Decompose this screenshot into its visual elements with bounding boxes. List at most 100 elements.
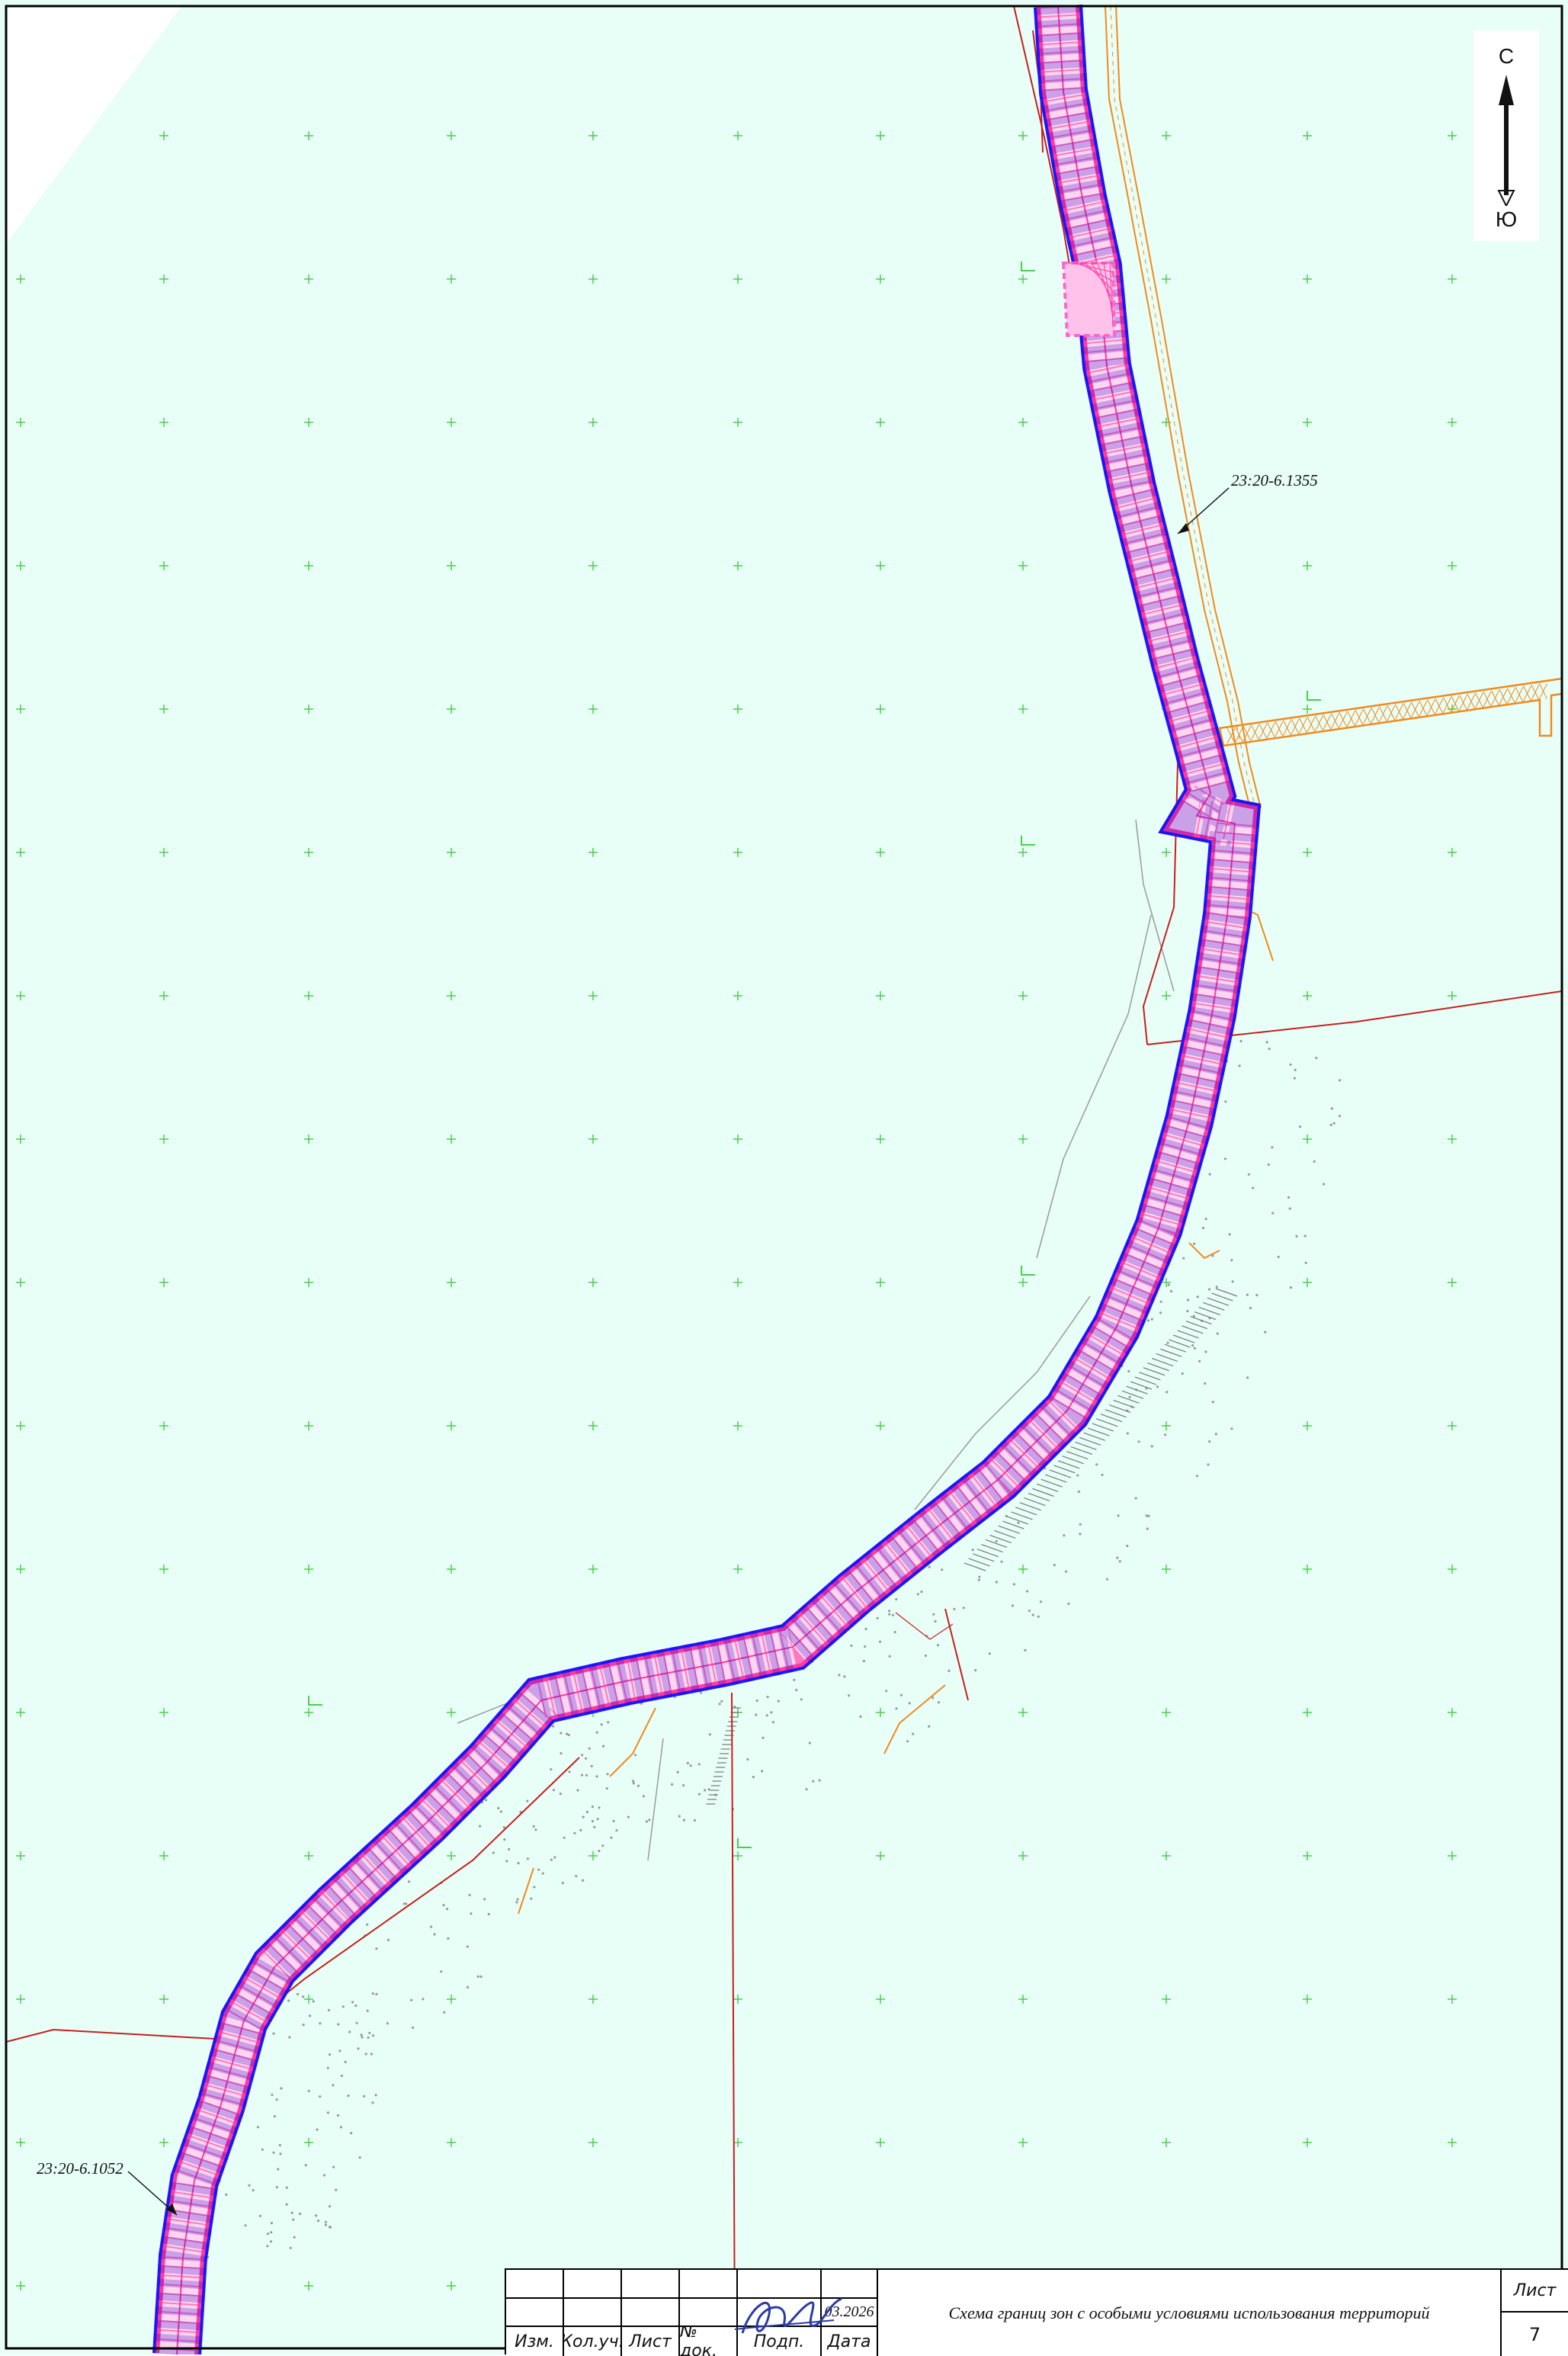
grid-cross-icon — [1162, 2138, 1171, 2147]
grid-cross-icon — [304, 705, 313, 714]
grid-cross-icon — [733, 705, 742, 714]
grid-cross-icon — [1018, 561, 1028, 570]
grid-cross-icon — [1303, 991, 1312, 1000]
tb-date-value: 03.2026 — [822, 2299, 878, 2327]
grid-cross-icon — [733, 848, 742, 857]
grid-cross-icon — [447, 561, 456, 570]
north-arrow-icon — [1497, 75, 1515, 206]
grid-cross-icon — [447, 1278, 456, 1287]
grid-cross-icon — [733, 2138, 742, 2147]
grid-cross-icon — [16, 1565, 25, 1574]
grid-cross-icon — [1162, 991, 1171, 1000]
tb-col-izm: Изм. — [506, 2327, 564, 2356]
grid-cross-icon — [1162, 131, 1171, 140]
grid-cross-icon — [1448, 1995, 1457, 2004]
tb-empty-cell — [738, 2270, 822, 2299]
grid-cross-icon — [1303, 1278, 1312, 1287]
grid-cross-icon — [1448, 1421, 1457, 1430]
grid-cross-icon — [447, 1851, 456, 1860]
grid-cross-icon — [16, 705, 25, 714]
grid-cross-icon — [1448, 1851, 1457, 1860]
grid-cross-icon — [159, 1421, 168, 1430]
grid-cross-icon — [733, 561, 742, 570]
grid-cross-icon — [304, 1995, 313, 2004]
grid-cross-icon — [733, 1135, 742, 1144]
grid-cross-icon — [1448, 1278, 1457, 1287]
grid-cross-icon — [1162, 848, 1171, 857]
benchmark-icon — [1021, 1266, 1035, 1276]
grid-cross-icon — [876, 561, 885, 570]
grid-cross-icon — [1018, 2138, 1028, 2147]
grid-cross-icon — [1303, 1995, 1312, 2004]
grid-cross-icon — [588, 991, 598, 1000]
grid-cross-icon — [447, 2138, 456, 2147]
grid-cross-icon — [304, 1708, 313, 1717]
grid-cross-icon — [1162, 1851, 1171, 1860]
grid-cross-icon — [733, 418, 742, 427]
grid-cross-icon — [447, 418, 456, 427]
tb-col-koluch: Кол.уч. — [564, 2327, 622, 2356]
grid-cross-icon — [733, 131, 742, 140]
grid-cross-icon — [1303, 2138, 1312, 2147]
grid-cross-icon — [1018, 274, 1028, 284]
grid-cross-icon — [588, 561, 598, 570]
grid-cross-icon — [304, 1421, 313, 1430]
grid-cross-icon — [159, 848, 168, 857]
zone-label-1355[interactable]: 23:20-6.1355 — [1231, 471, 1318, 489]
grid-cross-icon — [1448, 274, 1457, 284]
grid-cross-icon — [876, 1708, 885, 1717]
grid-cross-icon — [16, 2281, 25, 2290]
grid-cross-icon — [1303, 274, 1312, 284]
grid-cross-icon — [876, 1851, 885, 1860]
benchmark-icon — [737, 1838, 752, 1848]
grid-cross-icon — [16, 1851, 25, 1860]
zone-label-1052[interactable]: 23:20-6.1052 — [37, 2159, 123, 2178]
grid-cross-icon — [159, 131, 168, 140]
grid-cross-icon — [1018, 1995, 1028, 2004]
grid-cross-icon — [1448, 131, 1457, 140]
grid-cross-icon — [1018, 1565, 1028, 1574]
grid-cross-icon — [16, 274, 25, 284]
grid-cross-icon — [876, 1421, 885, 1430]
label-leaders — [127, 487, 1230, 2216]
grid-cross-icon — [1018, 418, 1028, 427]
grid-cross-icon — [159, 1278, 168, 1287]
grid-cross-icon — [159, 1565, 168, 1574]
tb-sheet-number: 7 — [1502, 2313, 1568, 2356]
grid-cross-icon — [1018, 1278, 1028, 1287]
grid-cross-icon — [1448, 1565, 1457, 1574]
grid-cross-icon — [1448, 561, 1457, 570]
grid-cross-icon — [1303, 1851, 1312, 1860]
grid-cross-icon — [159, 991, 168, 1000]
tb-empty-cell — [680, 2299, 738, 2327]
pipeline-route-zone — [152, 5, 1262, 2354]
compass-north-label: С — [1498, 44, 1515, 68]
grid-cross-icon — [1448, 848, 1457, 857]
grid-cross-icon — [1018, 991, 1028, 1000]
benchmark-icon — [308, 1696, 322, 1706]
grid-cross-icon — [304, 1135, 313, 1144]
grid-cross-icon — [447, 1708, 456, 1717]
grid-cross-icon — [733, 1851, 742, 1860]
grid-cross-icon — [588, 1995, 598, 2004]
grid-cross-icon — [304, 1851, 313, 1860]
grid-cross-icon — [159, 418, 168, 427]
title-block: 03.2026 Изм. Кол.уч. Лист № док. Подп. Д… — [505, 2268, 1568, 2356]
grid-cross-icon — [588, 418, 598, 427]
grid-cross-icon — [876, 1995, 885, 2004]
tb-empty-cell — [564, 2299, 622, 2327]
grid-cross-icon — [588, 1565, 598, 1574]
grid-cross-icon — [1018, 705, 1028, 714]
tb-sheet-label: Лист — [1502, 2270, 1568, 2313]
grid-cross-icon — [159, 1995, 168, 2004]
grid-cross-icon — [1303, 418, 1312, 427]
tb-empty-cell — [506, 2299, 564, 2327]
grid-cross-icon — [447, 991, 456, 1000]
tb-empty-cell — [738, 2299, 822, 2327]
tb-empty-cell — [622, 2270, 680, 2299]
grid-cross-icon — [447, 274, 456, 284]
grid-cross-icon — [588, 1135, 598, 1144]
benchmark-icon — [1021, 836, 1035, 846]
